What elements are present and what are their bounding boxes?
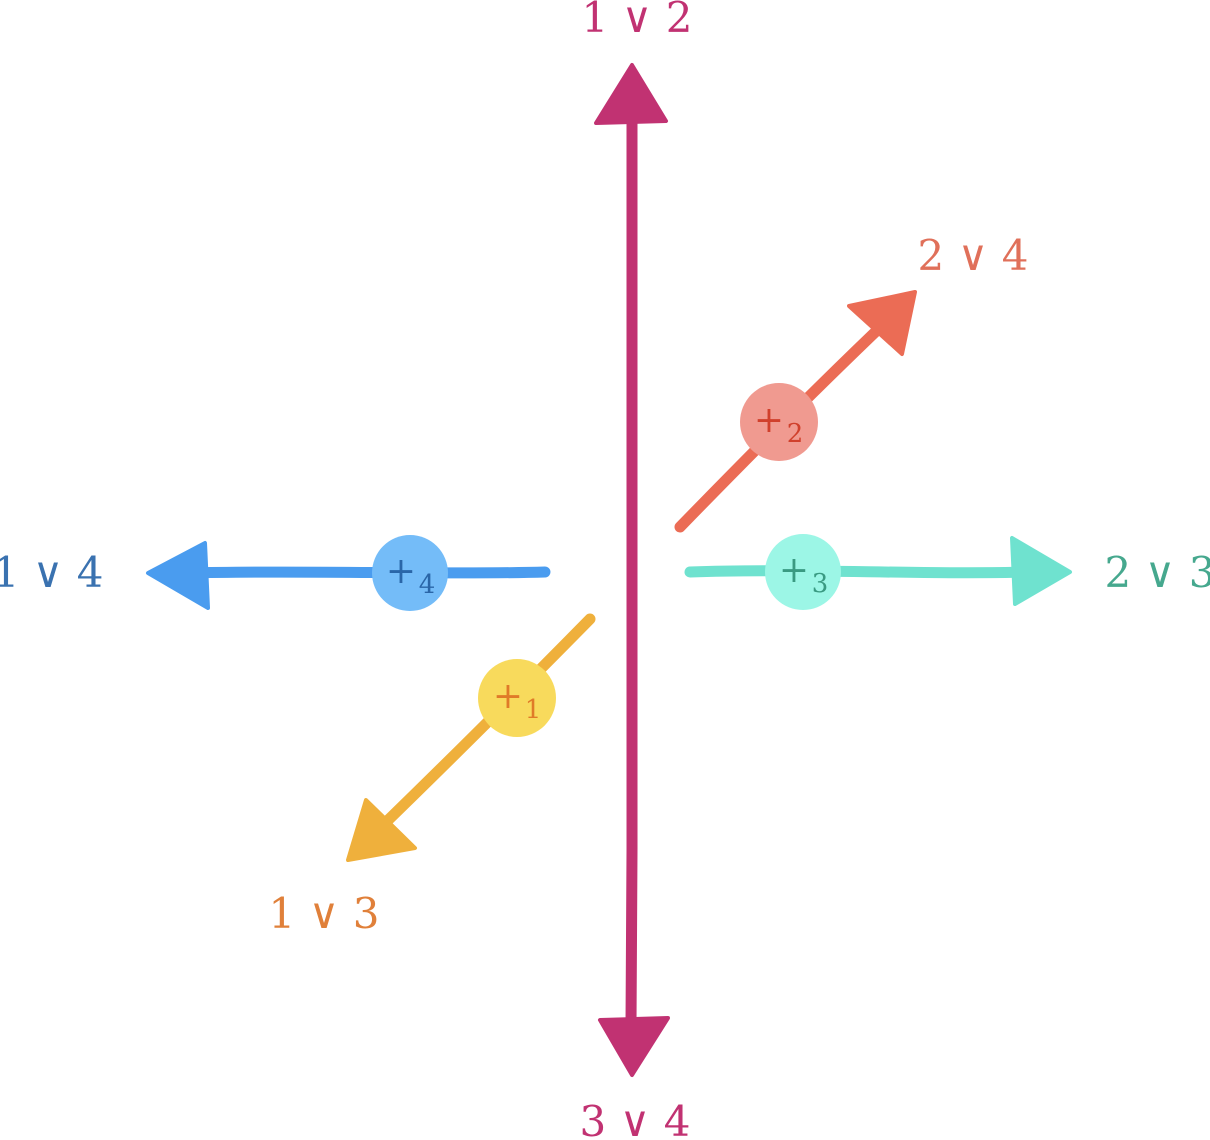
node-2-symbol: + [754,400,784,441]
node-3: + 3 [765,534,841,610]
label-right: 2 ∨ 3 [1105,548,1210,597]
lower-left-arrow [346,613,596,862]
node-3-subscript: 3 [812,569,829,599]
vertical-arrow [594,63,670,1077]
label-bottom: 3 ∨ 4 [580,1097,691,1140]
label-top: 1 ∨ 2 [582,0,693,42]
label-upper-right: 2 ∨ 4 [918,231,1029,280]
arrowhead-upper-right [847,290,917,356]
label-lower-left: 1 ∨ 3 [269,889,380,938]
left-arrow-shaft [184,566,551,579]
lower-left-arrow-shaft [374,613,596,834]
node-1-subscript: 1 [525,695,542,725]
right-arrow-shaft [684,565,1036,579]
arrowhead-down [598,1016,670,1077]
node-3-symbol: + [779,550,809,591]
arrowhead-left [146,541,210,610]
node-1-symbol: + [493,676,523,717]
node-3-circle [765,534,841,610]
vertical-arrow-shaft-stroke [626,123,637,1017]
arrowhead-right [1010,536,1072,606]
node-2-circle [740,383,818,461]
node-1-circle [478,659,556,737]
node-4-symbol: + [386,551,416,592]
node-4-circle [372,535,448,611]
arrowhead-lower-left [346,798,417,862]
node-4: + 4 [372,535,448,611]
node-1: + 1 [478,659,556,737]
node-4-subscript: 4 [419,570,436,600]
node-2-subscript: 2 [787,419,804,449]
right-arrow [684,536,1072,606]
node-2: + 2 [740,383,818,461]
left-arrow [146,541,551,610]
arrowhead-up [594,63,668,125]
label-left: 1 ∨ 4 [0,548,103,597]
